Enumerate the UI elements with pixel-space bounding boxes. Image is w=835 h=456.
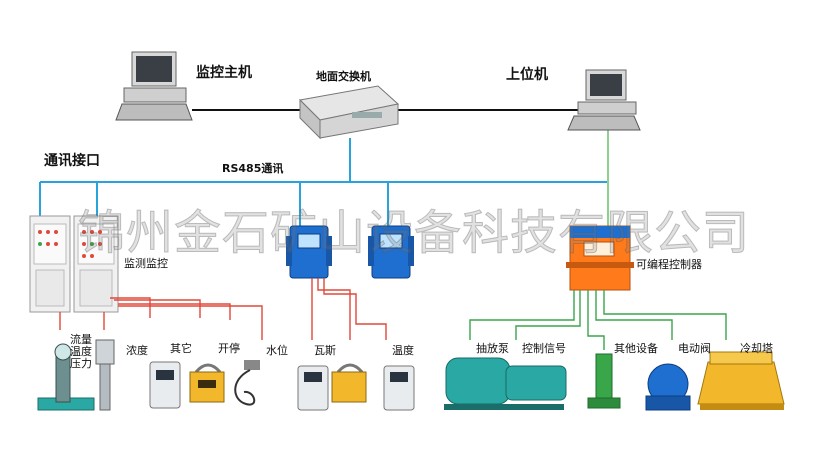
gas-sensor-icon [297, 363, 367, 411]
upper-computer-label: 上位机 [506, 67, 548, 83]
pressure-transmitter-icon [95, 339, 115, 411]
rs485-label: RS485通讯 [222, 162, 284, 175]
company-watermark: 锦州金石矿山设备科技有限公司 [78, 206, 750, 262]
temperature-label: 温度 [392, 344, 414, 357]
control-signal-label: 控制信号 [522, 342, 566, 355]
on-off-sensor-icon [189, 363, 225, 403]
temp-label: 温度 [70, 345, 92, 358]
substation-1-icon [286, 225, 332, 279]
flow-meter-icon [37, 343, 95, 411]
substation-2-icon [368, 225, 414, 279]
upper-computer-icon [567, 69, 641, 131]
cooling-tower-icon [697, 351, 785, 410]
ground-switch-icon [298, 85, 400, 140]
concentration-sensor-icon [149, 361, 181, 409]
flow-label: 流量 [70, 333, 92, 346]
pump-label: 抽放泵 [476, 342, 509, 355]
water-level-label: 水位 [266, 344, 288, 357]
other-label: 其它 [170, 342, 192, 355]
temperature-sensor-icon [383, 365, 415, 411]
monitor-host-computer-icon [115, 51, 193, 121]
plc-controller-icon [566, 225, 634, 291]
switch-label: 地面交换机 [316, 70, 371, 83]
electric-valve-label: 电动阀 [678, 342, 711, 355]
plc-wires [469, 290, 727, 350]
other-equipment-label: 其他设备 [614, 342, 658, 355]
water-level-sensor-icon [234, 360, 260, 406]
comm-port-label: 通讯接口 [44, 153, 100, 169]
plc-label: 可编程控制器 [636, 258, 702, 271]
host-label: 监控主机 [196, 65, 252, 81]
on-off-label: 开停 [218, 342, 240, 355]
other-equipment-icon [587, 353, 621, 409]
gas-label: 瓦斯 [314, 344, 336, 357]
sensor-wires [59, 278, 387, 340]
pressure-label: 压力 [70, 357, 92, 370]
concentration-label: 浓度 [126, 344, 148, 357]
pump-icon [444, 357, 567, 410]
monitoring-cabinet-1 [29, 215, 71, 313]
monitoring-cabinet-2 [73, 215, 119, 313]
electric-valve-icon [645, 363, 691, 411]
cooling-tower-label: 冷却塔 [740, 342, 773, 355]
monitoring-label: 监测监控 [124, 257, 168, 270]
